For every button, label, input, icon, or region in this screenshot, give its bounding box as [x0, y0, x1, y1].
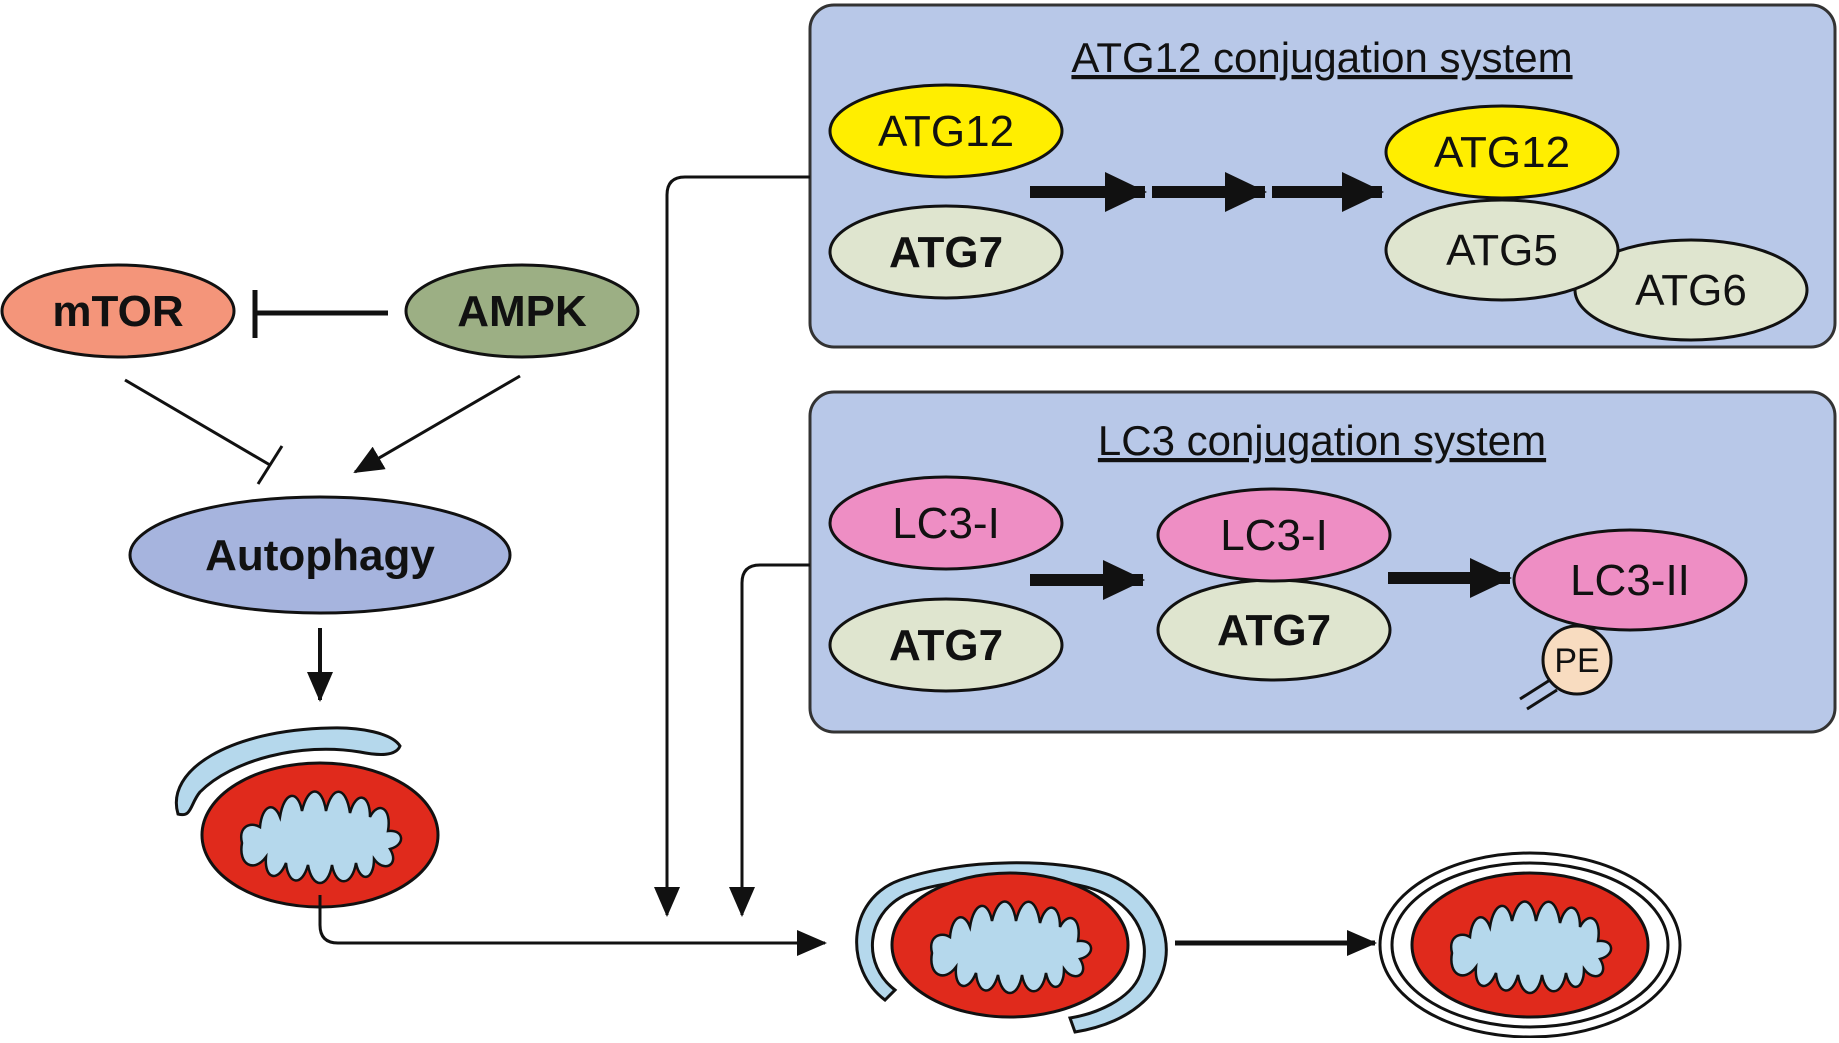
mitochondrion-with-phagophore [174, 726, 440, 909]
mtor-label: mTOR [52, 287, 183, 336]
atg12-label-left: ATG12 [878, 107, 1014, 156]
mtor-node [0, 263, 236, 359]
atg12-node-right [1384, 104, 1620, 200]
enclosed-mitochondrion-icon [1410, 871, 1650, 1019]
pe-anchor-line-1 [1519, 678, 1551, 701]
atg6-label: ATG6 [1635, 266, 1747, 315]
autophagosome [1378, 851, 1682, 1039]
connectors [318, 175, 1377, 956]
mtor-inhibits-autophagy-bar [256, 445, 284, 485]
lc3-system-connector [729, 563, 810, 917]
atg12-system-connector [654, 175, 810, 917]
lc3i-label-step2: LC3-I [1220, 511, 1328, 560]
atg5-node [1384, 198, 1620, 302]
lc3-conjugation-panel: LC3 conjugation system ATG7 LC3-I ATG7 L… [808, 390, 1837, 734]
signalling-pathway: mTOR AMPK Autophagy [0, 263, 640, 702]
lc3ii-label: LC3-II [1570, 556, 1690, 605]
autophagy-node [128, 495, 512, 615]
atg7-label-atg12-system: ATG7 [889, 228, 1003, 277]
ampk-activates-autophagy-arrow [353, 374, 521, 474]
phagophore-membrane-icon [174, 726, 402, 817]
pe-label: PE [1554, 642, 1599, 680]
lc3i-node-step2 [1156, 487, 1392, 583]
lc3i-node-step1 [828, 475, 1064, 571]
atg7-node-atg12-system [828, 204, 1064, 300]
lc3-panel-title: LC3 conjugation system [1098, 417, 1546, 464]
atg12-conjugation-panel: ATG12 conjugation system ATG7 ATG12 ATG6… [808, 3, 1837, 349]
lc3i-label-step1: LC3-I [892, 499, 1000, 548]
atg12-panel-title: ATG12 conjugation system [1071, 34, 1572, 81]
atg12-label-right: ATG12 [1434, 128, 1570, 177]
atg7-node-lc3-step1 [828, 597, 1064, 693]
lc3ii-node [1512, 528, 1748, 632]
mtor-inhibits-autophagy-line [124, 378, 271, 467]
mitochondrion-to-autophagosome-connector [318, 895, 827, 956]
ampk-node [404, 263, 640, 359]
pe-anchor-line-2 [1526, 688, 1558, 711]
autophagy-label: Autophagy [205, 531, 435, 580]
atg7-label-lc3-step1: ATG7 [889, 621, 1003, 670]
ampk-label: AMPK [457, 287, 587, 336]
mitochondrion-icon [200, 761, 440, 909]
atg5-label: ATG5 [1446, 226, 1558, 275]
atg7-label-lc3-step2: ATG7 [1217, 606, 1331, 655]
engulfing-autophagosome [855, 861, 1168, 1034]
atg12-node-left [828, 83, 1064, 179]
engulfed-mitochondrion-icon [890, 871, 1130, 1019]
